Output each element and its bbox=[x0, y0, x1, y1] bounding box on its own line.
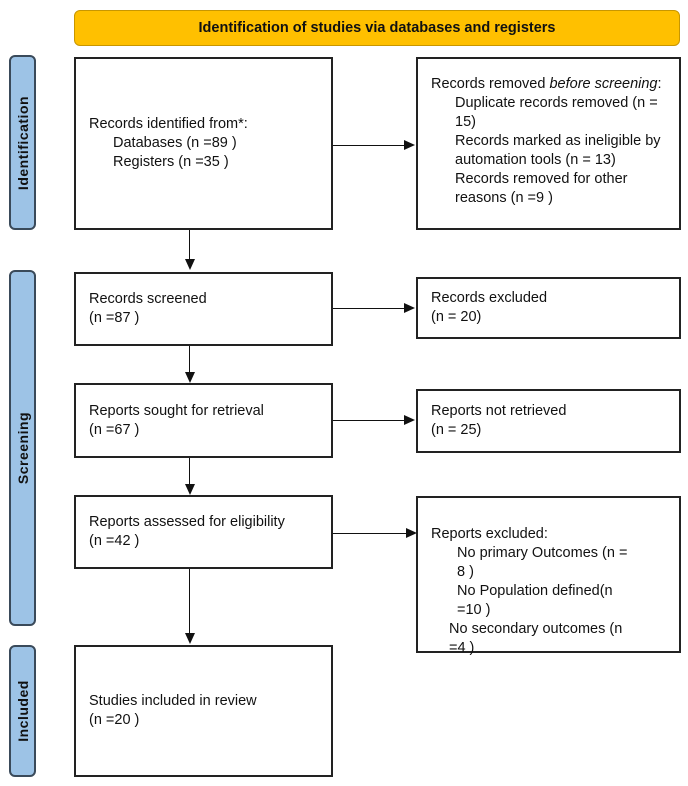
records-screened-box: Records screened (n =87 ) bbox=[74, 272, 333, 346]
excluded-secondary: No secondary outcomes (n =4 ) bbox=[449, 621, 623, 656]
removed-other: Records removed for other reasons (n =9 … bbox=[455, 171, 628, 206]
studies-included-box: Studies included in review (n =20 ) bbox=[74, 645, 333, 777]
arrow-down-icon bbox=[185, 372, 195, 383]
identified-databases: Databases (n =89 ) bbox=[113, 135, 237, 151]
arrow-down-icon bbox=[185, 259, 195, 270]
screened-n: (n =87 ) bbox=[89, 310, 140, 326]
not-retrieved-title: Reports not retrieved bbox=[431, 403, 567, 419]
arrow-line bbox=[333, 420, 405, 421]
reports-not-retrieved-box: Reports not retrieved (n = 25) bbox=[416, 389, 681, 453]
included-title: Studies included in review bbox=[89, 693, 257, 709]
arrow-line bbox=[333, 308, 405, 309]
included-n: (n =20 ) bbox=[89, 712, 140, 728]
phase-included: Included bbox=[9, 645, 36, 777]
arrow-down-icon bbox=[185, 484, 195, 495]
removed-duplicate: Duplicate records removed (n = 15) bbox=[455, 95, 658, 130]
assessed-n: (n =42 ) bbox=[89, 533, 140, 549]
reports-assessed-box: Reports assessed for eligibility (n =42 ) bbox=[74, 495, 333, 569]
removed-title: Records removed before screening: bbox=[431, 76, 662, 92]
phase-identification: Identification bbox=[9, 55, 36, 230]
arrow-line bbox=[189, 230, 190, 260]
arrow-right-icon bbox=[404, 415, 415, 425]
phase-label: Screening bbox=[14, 411, 31, 485]
records-removed-box: Records removed before screening: Duplic… bbox=[416, 57, 681, 230]
arrow-line bbox=[333, 533, 407, 534]
phase-screening: Screening bbox=[9, 270, 36, 626]
excluded-title: Records excluded bbox=[431, 290, 548, 306]
sought-n: (n =67 ) bbox=[89, 421, 140, 438]
arrow-line bbox=[189, 346, 190, 373]
records-excluded-box: Records excluded (n = 20) bbox=[416, 277, 681, 339]
reports-sought-box: Reports sought for retrieval (n =67 ) bbox=[74, 383, 333, 458]
arrow-line bbox=[333, 145, 405, 146]
reports-excluded-title: Reports excluded: bbox=[431, 526, 548, 542]
not-retrieved-n: (n = 25) bbox=[431, 422, 482, 438]
sought-title: Reports sought for retrieval bbox=[89, 402, 264, 419]
screened-title: Records screened bbox=[89, 291, 207, 307]
records-identified-box: Records identified from*: Databases (n =… bbox=[74, 57, 333, 230]
identified-title: Records identified from*: bbox=[89, 116, 248, 132]
arrow-right-icon bbox=[406, 528, 417, 538]
arrow-down-icon bbox=[185, 633, 195, 644]
header-title: Identification of studies via databases … bbox=[198, 20, 556, 36]
arrow-right-icon bbox=[404, 140, 415, 150]
reports-excluded-box: Reports excluded: No primary Outcomes (n… bbox=[416, 496, 681, 656]
arrow-right-icon bbox=[404, 303, 415, 313]
excluded-population: No Population defined(n =10 ) bbox=[457, 583, 613, 618]
phase-label: Included bbox=[14, 680, 31, 742]
excluded-n: (n = 20) bbox=[431, 309, 482, 325]
phase-label: Identification bbox=[14, 95, 31, 190]
assessed-title: Reports assessed for eligibility bbox=[89, 514, 285, 530]
arrow-line bbox=[189, 458, 190, 485]
removed-ineligible: Records marked as ineligible by automati… bbox=[455, 133, 661, 168]
arrow-line bbox=[189, 569, 190, 634]
identified-registers: Registers (n =35 ) bbox=[113, 154, 229, 170]
excluded-primary: No primary Outcomes (n = 8 ) bbox=[457, 545, 628, 580]
header-banner: Identification of studies via databases … bbox=[74, 10, 680, 46]
